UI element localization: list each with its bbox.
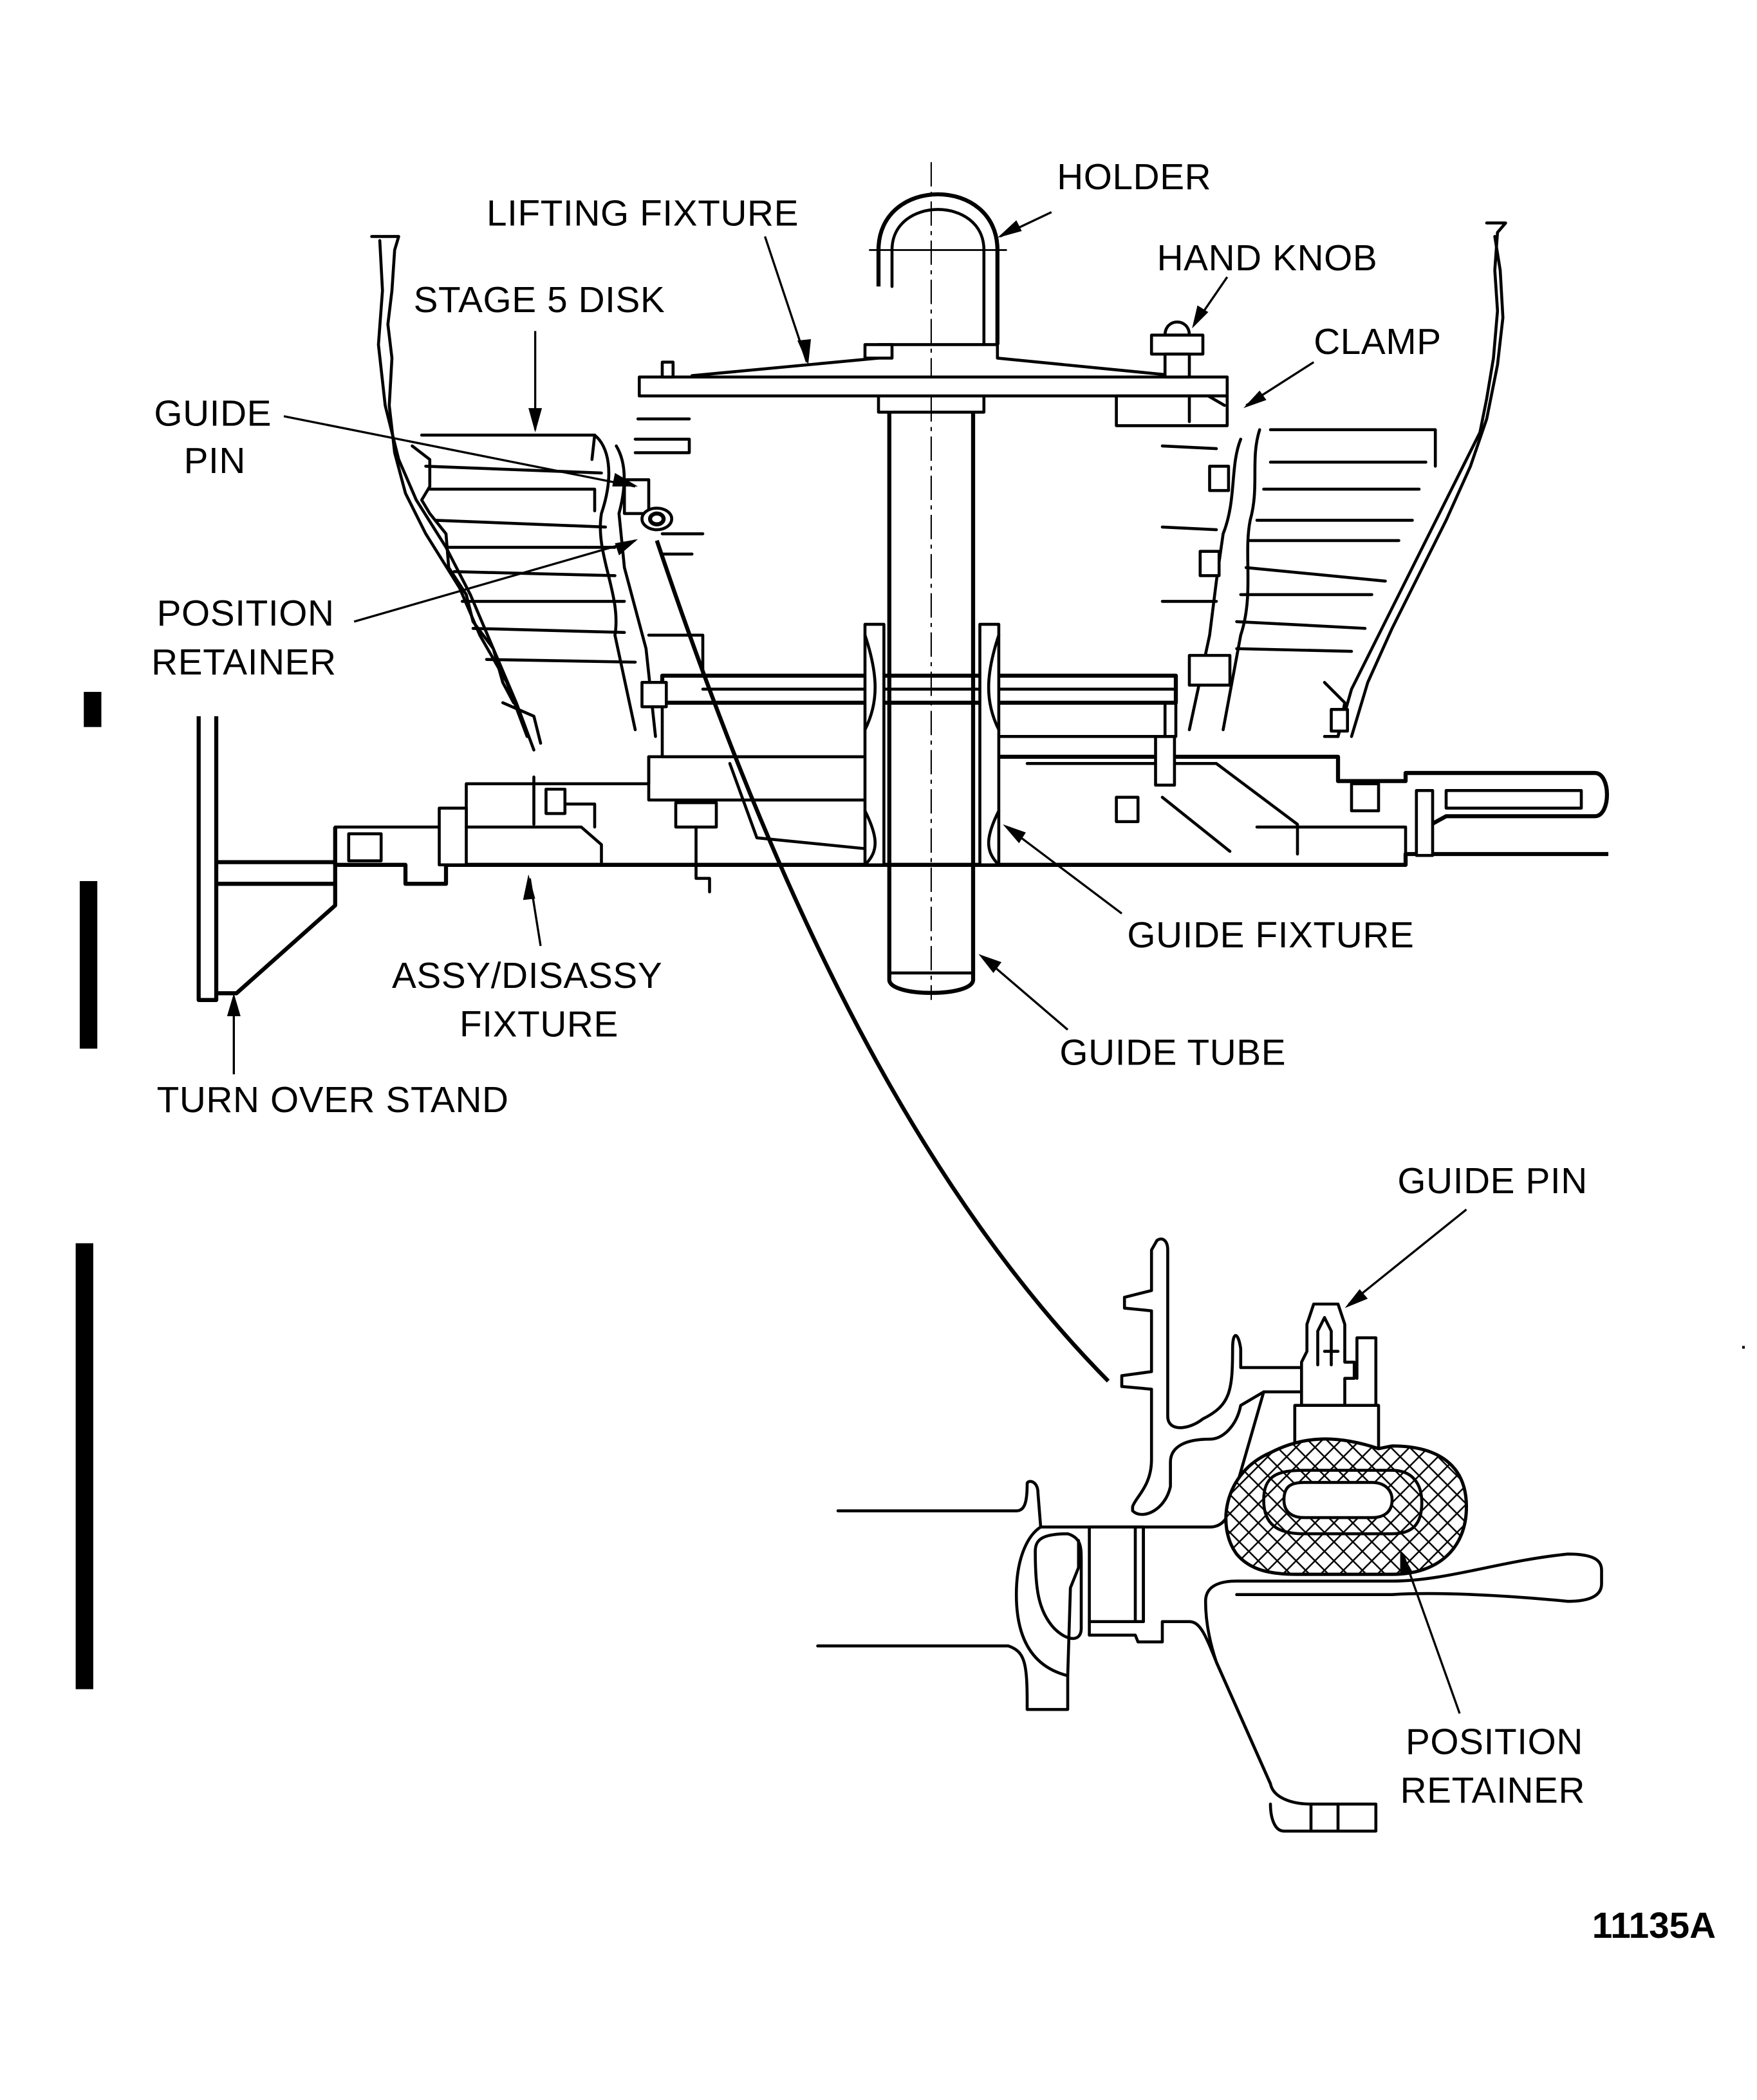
- label-assy-disassy-line2: FIXTURE: [460, 1005, 618, 1045]
- label-position-retainer-line1: POSITION: [157, 593, 335, 634]
- revision-bar-3: [75, 1243, 93, 1689]
- label-stage-5-disk: STAGE 5 DISK: [414, 280, 665, 321]
- left-blade-rows: [420, 433, 637, 664]
- leaders: [227, 211, 1467, 1714]
- hand-knob: [1149, 320, 1205, 379]
- assy-disassy-fixture: [333, 701, 1609, 894]
- revision-bar-2: [79, 881, 98, 1049]
- label-detail-position-retainer-line1: POSITION: [1406, 1722, 1583, 1762]
- figure-number: 11135A: [1592, 1906, 1716, 1946]
- revision-bars: [75, 692, 102, 1689]
- turn-over-stand: [196, 716, 337, 1002]
- label-guide-pin-line1: GUIDE: [154, 393, 272, 434]
- revision-bar-1: [84, 692, 102, 727]
- label-lifting-fixture: LIFTING FIXTURE: [487, 194, 799, 234]
- left-rotor-stages: [370, 235, 705, 752]
- label-guide-pin-line2: PIN: [184, 441, 246, 481]
- holder: [869, 192, 1007, 346]
- label-guide-tube: GUIDE TUBE: [1059, 1033, 1286, 1073]
- right-rotor-stages: [1160, 221, 1507, 738]
- speck: [1742, 1346, 1745, 1349]
- label-assy-disassy-line1: ASSY/DISASSY: [392, 956, 662, 996]
- label-position-retainer-line2: RETAINER: [151, 642, 336, 683]
- label-holder: HOLDER: [1057, 157, 1211, 198]
- detail-view: [816, 1237, 1603, 1833]
- labels: HOLDER LIFTING FIXTURE HAND KNOB STAGE 5…: [151, 157, 1716, 1946]
- label-detail-position-retainer-line2: RETAINER: [1400, 1770, 1585, 1811]
- guide-fixture: [647, 622, 1178, 867]
- label-detail-guide-pin: GUIDE PIN: [1397, 1161, 1587, 1202]
- label-turn-over-stand: TURN OVER STAND: [157, 1080, 509, 1120]
- right-blade-rows: [1235, 428, 1437, 653]
- label-hand-knob: HAND KNOB: [1157, 238, 1378, 279]
- label-clamp: CLAMP: [1314, 322, 1441, 362]
- detail-callout-curve: [655, 539, 1110, 1383]
- label-guide-fixture: GUIDE FIXTURE: [1127, 915, 1414, 956]
- lifting-fixture: [637, 343, 1229, 427]
